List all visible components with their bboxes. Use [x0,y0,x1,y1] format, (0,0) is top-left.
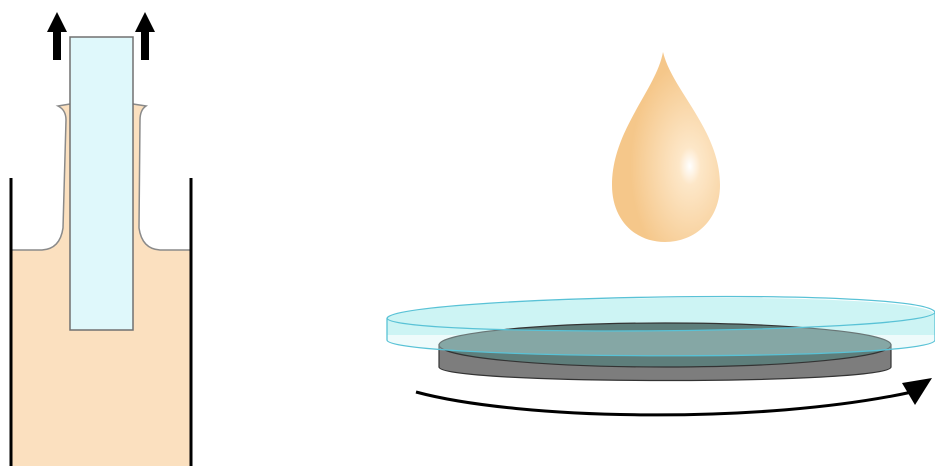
liquid-film-front [386,311,935,357]
rotation-arrowhead-icon [902,378,932,405]
dip-coating-panel [9,12,193,466]
coating-liquid [11,104,191,466]
arrow-up-icon [47,12,67,60]
meniscus-right [132,103,191,251]
arrow-up-icon [135,12,155,60]
rotation-arrow-icon [415,390,913,417]
droplet-icon [612,52,720,242]
substrate-slide [69,36,134,331]
container [9,178,193,466]
meniscus-left [11,103,71,251]
liquid-film-back [387,297,935,335]
liquid-film-top-edge [386,295,935,319]
spinning-disc-top [438,322,892,368]
spin-coating-panel [386,52,935,417]
